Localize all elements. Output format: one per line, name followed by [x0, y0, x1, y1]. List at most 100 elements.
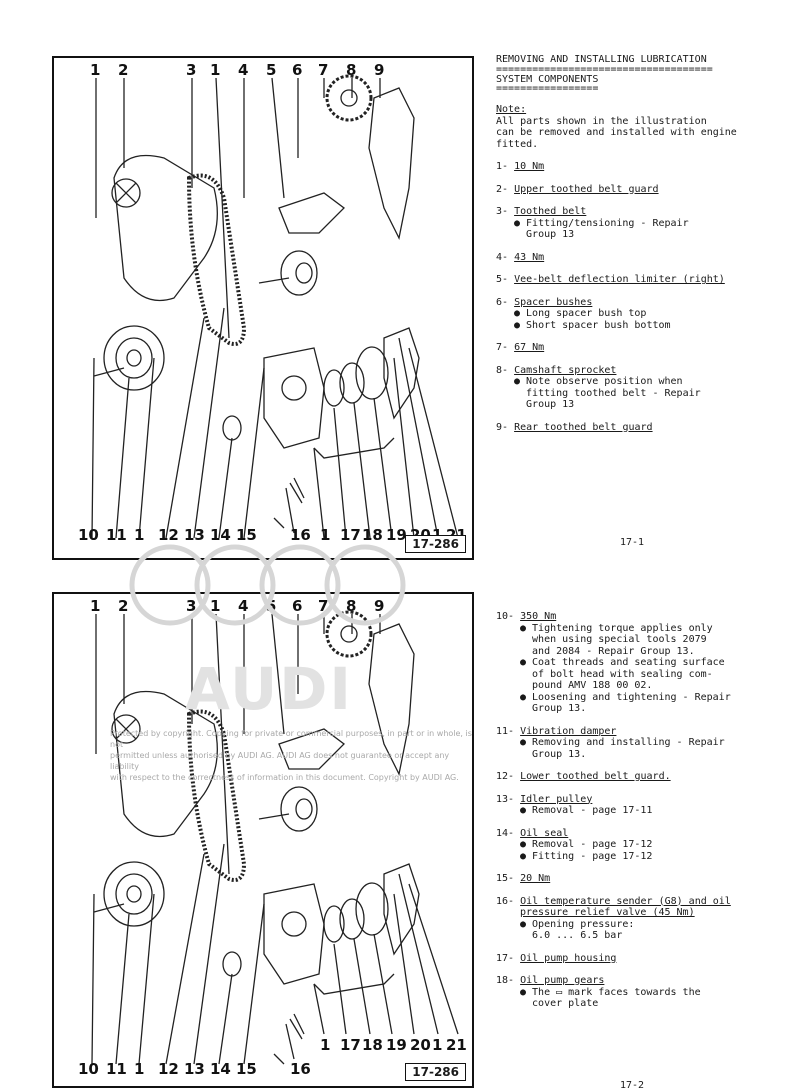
callout-number: 12	[158, 1060, 179, 1078]
callout-number: 14	[210, 1060, 231, 1078]
section-subheading: SYSTEM COMPONENTS	[496, 73, 599, 85]
item-number: 10-	[496, 611, 515, 622]
note-line: fitted.	[496, 138, 539, 150]
callout-number: 3	[186, 61, 197, 79]
callout-number: 19	[386, 526, 407, 544]
legend-item: 13- Idler pulley	[496, 794, 786, 806]
callout-number: 14	[210, 526, 231, 544]
page-number-1: 17-1	[620, 537, 645, 548]
item-number: 6-	[496, 296, 509, 308]
callout-number: 3	[186, 597, 197, 615]
item-number: 17-	[496, 952, 515, 964]
legend-item: 6- Spacer bushes	[496, 297, 786, 309]
item-title: 67 Nm	[514, 342, 545, 353]
figure-tag-2: 17-286	[405, 1063, 466, 1081]
callout-number: 1	[432, 1036, 443, 1054]
callout-number: 15	[236, 526, 257, 544]
legend-item: 12- Lower toothed belt guard.	[496, 771, 786, 783]
callout-number: 16	[290, 526, 311, 544]
item-title: Spacer bushes	[514, 296, 593, 308]
item-number: 15-	[496, 873, 515, 884]
callout-number: 8	[346, 597, 357, 615]
callout-number: 15	[236, 1060, 257, 1078]
legend-section-1: REMOVING AND INSTALLING LUBRICATION ====…	[496, 54, 786, 433]
audi-rings-watermark	[129, 544, 406, 626]
item-detail: ● Loosening and tightening - Repair	[520, 691, 731, 703]
note-line: can be removed and installed with engine	[496, 127, 737, 138]
item-detail: ● Fitting/tensioning - Repair	[514, 217, 689, 229]
callout-number: 8	[346, 61, 357, 79]
callout-number: 1	[210, 61, 221, 79]
legend-item: 1- 10 Nm	[496, 161, 786, 173]
item-detail: ● Opening pressure:	[520, 918, 635, 930]
item-detail: ● Long spacer bush top	[514, 308, 647, 319]
item-number: 7-	[496, 342, 509, 353]
legend-item: 7- 67 Nm	[496, 342, 786, 354]
callout-number: 7	[318, 61, 329, 79]
item-number: 14-	[496, 827, 515, 839]
callout-number: 1	[90, 597, 101, 615]
item-title: 350 Nm	[520, 611, 557, 622]
item-detail: of bolt head with sealing com-	[520, 668, 713, 680]
callout-number: 1	[320, 1036, 331, 1054]
engine-parts-drawing-2	[91, 610, 459, 1065]
item-number: 9-	[496, 421, 509, 433]
item-title: 10 Nm	[514, 161, 545, 172]
legend-item: 11- Vibration damper	[496, 726, 786, 738]
callout-number: 13	[184, 1060, 205, 1078]
item-title: 43 Nm	[514, 251, 545, 263]
callout-number: 1	[320, 526, 331, 544]
item-title: 20 Nm	[520, 873, 551, 884]
item-number: 1-	[496, 161, 509, 172]
item-title: Oil temperature sender (G8) and oil	[520, 895, 731, 907]
item-title: Camshaft sprocket	[514, 364, 617, 376]
callout-number: 18	[362, 1036, 383, 1054]
legend-item-cont: pressure relief valve (45 Nm)	[496, 907, 786, 919]
callout-number: 21	[446, 1036, 467, 1054]
section-heading: REMOVING AND INSTALLING LUBRICATION	[496, 54, 707, 65]
callout-number: 11	[106, 526, 127, 544]
callout-number: 13	[184, 526, 205, 544]
item-title: Idler pulley	[520, 793, 593, 805]
callout-number: 2	[118, 61, 129, 79]
item-detail: Group 13.	[520, 703, 587, 714]
engine-parts-drawing	[91, 74, 459, 539]
item-number: 11-	[496, 725, 515, 737]
callout-number: 10	[78, 526, 99, 544]
callout-number: 4	[238, 597, 249, 615]
item-detail: Group 13	[514, 229, 575, 240]
callout-number: 6	[292, 597, 303, 615]
callout-number: 9	[374, 61, 385, 79]
item-number: 18-	[496, 975, 515, 986]
item-number: 16-	[496, 895, 515, 907]
callout-number: 16	[290, 1060, 311, 1078]
legend-section-2: 10- 350 Nm● Tightening torque applies on…	[496, 600, 786, 1010]
legend-item: 8- Camshaft sprocket	[496, 365, 786, 377]
copyright-line-3: with respect to the correctness of infor…	[110, 773, 459, 782]
callout-number: 17	[340, 1036, 361, 1054]
item-detail: ● Tightening torque applies only	[520, 622, 713, 634]
legend-item: 14- Oil seal	[496, 828, 786, 840]
legend-item: 18- Oil pump gears	[496, 975, 786, 987]
item-number: 4-	[496, 251, 509, 263]
item-detail: Group 13	[514, 399, 575, 410]
item-detail: ● Removing and installing - Repair	[520, 737, 725, 748]
callout-number: 5	[266, 61, 277, 79]
callout-number: 1	[210, 597, 221, 615]
item-number: 13-	[496, 793, 515, 805]
item-title: Oil pump housing	[520, 952, 617, 964]
item-detail: 6.0 ... 6.5 bar	[520, 930, 623, 941]
item-detail: pound AMV 188 00 02.	[520, 680, 653, 691]
callout-number: 4	[238, 61, 249, 79]
legend-item: 2- Upper toothed belt guard	[496, 184, 786, 196]
item-title: Oil pump gears	[520, 975, 605, 986]
callout-number: 2	[118, 597, 129, 615]
callout-number: 17	[340, 526, 361, 544]
callout-number: 6	[292, 61, 303, 79]
callout-number: 10	[78, 1060, 99, 1078]
